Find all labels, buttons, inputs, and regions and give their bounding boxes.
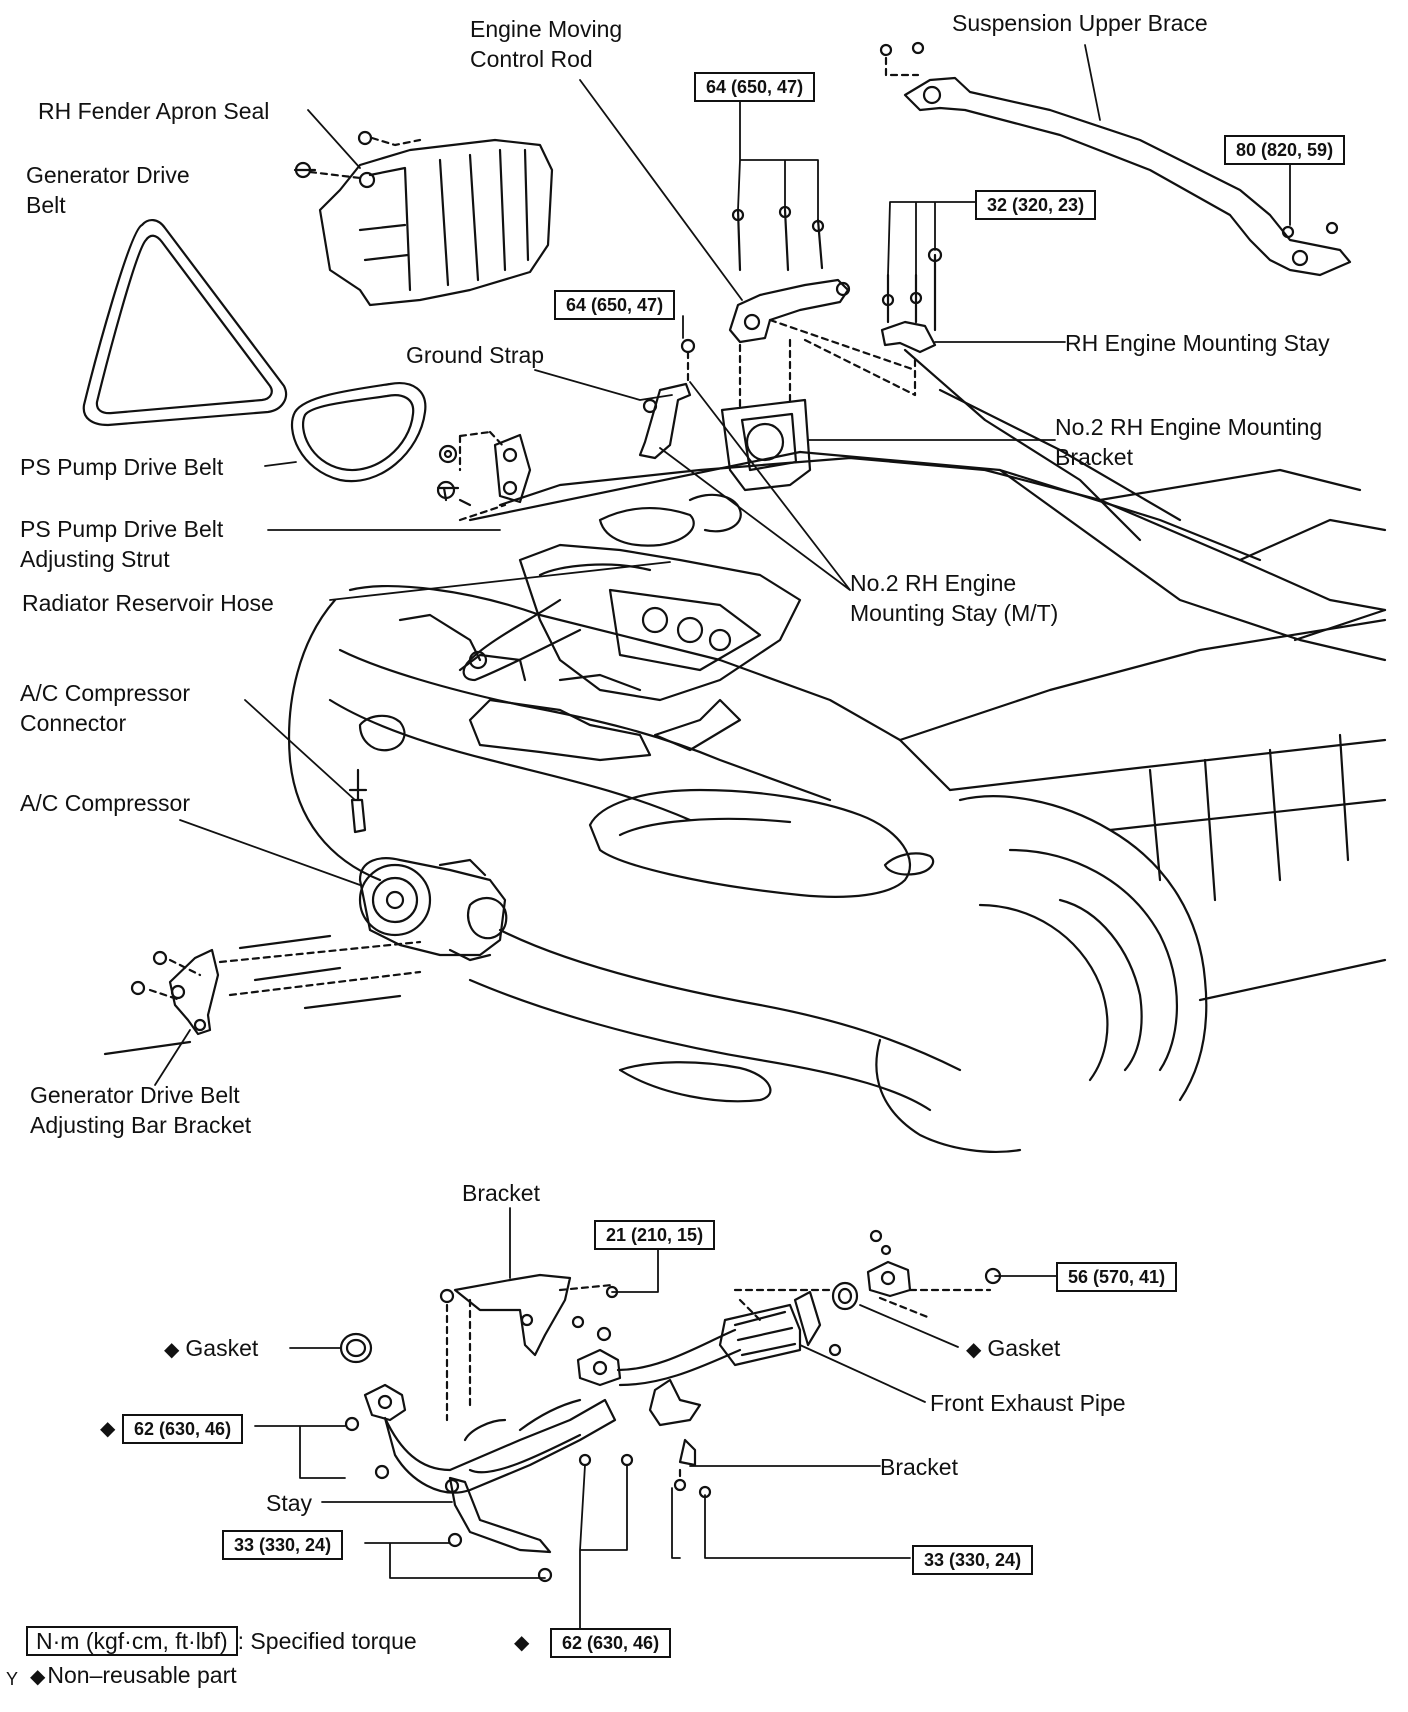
label-generator-drive-belt-1: Generator Drive — [26, 162, 190, 188]
torque-62-left-group: ◆ — [100, 1412, 117, 1444]
legend-unit-box: N·m (kgf·cm, ft·lbf) — [26, 1626, 238, 1656]
label-ps-strut-1: PS Pump Drive Belt — [20, 516, 224, 542]
no2-mounting-bracket-art — [720, 318, 917, 492]
leader-lines — [154, 44, 1291, 1629]
ps-pump-belt-art — [290, 382, 427, 483]
control-rod-art — [728, 205, 851, 344]
label-stay: Stay — [266, 1490, 313, 1516]
label-no2-rh-engine-mounting-bracket-2: Bracket — [1055, 444, 1133, 470]
legend-62-group: ◆ — [514, 1626, 535, 1658]
label-suspension-upper-brace: Suspension Upper Brace — [952, 10, 1208, 36]
ground-strap-art — [638, 338, 696, 460]
torque-33-right: 33 (330, 24) — [912, 1545, 1034, 1575]
car-body-art — [287, 348, 1387, 1153]
label-generator-drive-belt-2: Belt — [26, 192, 66, 218]
torque-21: 21 (210, 15) — [594, 1220, 716, 1250]
label-front-exhaust-pipe: Front Exhaust Pipe — [930, 1390, 1126, 1416]
rh-engine-mounting-stay-art — [880, 247, 943, 354]
label-ps-pump-drive-belt: PS Pump Drive Belt — [20, 454, 224, 480]
torque-32: 32 (320, 23) — [975, 190, 1097, 220]
non-reusable-diamond-icon: ◆ — [164, 1339, 180, 1361]
label-ps-strut-2: Adjusting Strut — [20, 546, 170, 572]
torque-62-left: 62 (630, 46) — [122, 1414, 244, 1444]
label-rh-engine-mounting-stay: RH Engine Mounting Stay — [1065, 330, 1330, 356]
legend-torque-row: N·m (kgf·cm, ft·lbf): Specified torque — [26, 1626, 417, 1656]
non-reusable-diamond-icon: ◆ — [966, 1339, 982, 1361]
torque-64-second: 64 (650, 47) — [554, 290, 676, 320]
label-rh-fender-apron-seal: RH Fender Apron Seal — [38, 98, 270, 124]
engine-art — [398, 493, 802, 752]
label-engine-moving-control-rod-1: Engine Moving — [470, 16, 623, 42]
torque-64-top: 64 (650, 47) — [694, 72, 816, 102]
exhaust-pipe-art — [339, 1229, 1002, 1583]
label-engine-moving-control-rod-2: Control Rod — [470, 46, 593, 72]
adjusting-bar-bracket-art — [168, 948, 220, 1036]
label-adjusting-bar-bracket-2: Adjusting Bar Bracket — [30, 1112, 252, 1138]
corner-mark: Y — [6, 1669, 19, 1689]
generator-drive-belt-art — [82, 219, 288, 427]
torque-62-bottom: 62 (630, 46) — [550, 1628, 672, 1658]
label-adjusting-bar-bracket-1: Generator Drive Belt — [30, 1082, 240, 1108]
torque-56: 56 (570, 41) — [1056, 1262, 1178, 1292]
non-reusable-diamond-icon: ◆ — [100, 1418, 116, 1440]
label-no2-stay-mt-1: No.2 RH Engine — [850, 570, 1017, 596]
legend-non-reusable: ◆Non–reusable part — [30, 1662, 237, 1688]
ps-strut-art — [436, 430, 532, 522]
label-gasket-left: ◆Gasket — [164, 1335, 259, 1361]
label-ac-compressor-connector-2: Connector — [20, 710, 127, 736]
non-reusable-diamond-icon: ◆ — [30, 1666, 46, 1688]
non-reusable-diamond-icon: ◆ — [514, 1632, 530, 1654]
label-ac-compressor-connector-1: A/C Compressor — [20, 680, 190, 706]
label-no2-rh-engine-mounting-bracket-1: No.2 RH Engine Mounting — [1055, 414, 1323, 440]
label-ac-compressor: A/C Compressor — [20, 790, 190, 816]
label-bracket-top: Bracket — [462, 1180, 540, 1206]
label-gasket-right: ◆Gasket — [966, 1335, 1061, 1361]
label-bracket-right: Bracket — [880, 1454, 958, 1480]
label-ground-strap: Ground Strap — [406, 342, 545, 368]
torque-80: 80 (820, 59) — [1224, 135, 1346, 165]
fender-apron-seal-art — [293, 130, 554, 307]
torque-33-left: 33 (330, 24) — [222, 1530, 344, 1560]
label-no2-stay-mt-2: Mounting Stay (M/T) — [850, 600, 1059, 626]
label-radiator-reservoir-hose: Radiator Reservoir Hose — [22, 590, 274, 616]
suspension-upper-brace-art — [879, 41, 1352, 277]
legend-specified-torque: : Specified torque — [237, 1628, 417, 1654]
